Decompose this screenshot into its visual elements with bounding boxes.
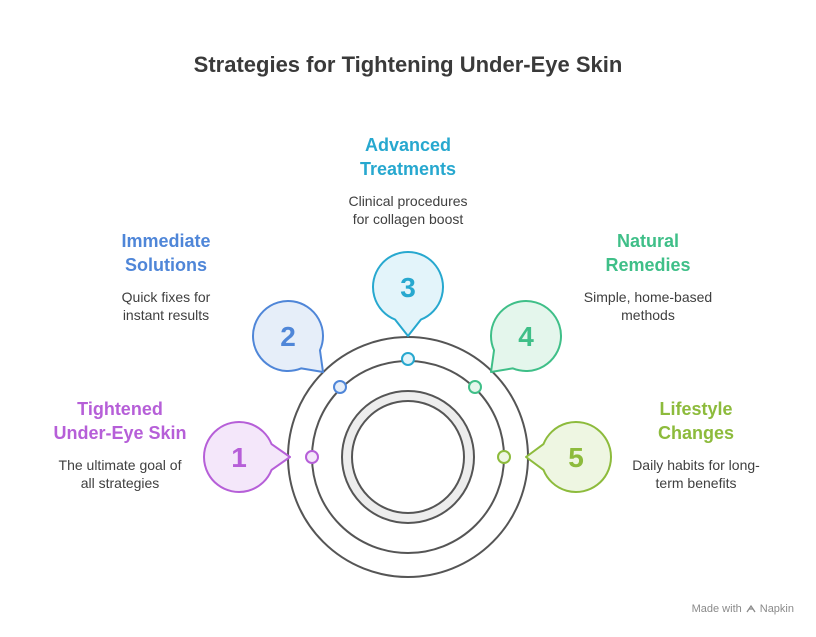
callout-bubble-3	[372, 251, 444, 337]
callout-number-3: 3	[400, 272, 416, 303]
callout-2: 2	[252, 300, 324, 373]
callout-1: 1	[203, 421, 291, 493]
item-title-1: Tightened Under-Eye Skin	[53, 399, 187, 443]
core-inner	[351, 400, 465, 514]
footer-brand: Napkin	[759, 603, 794, 615]
ring-dot-2	[333, 380, 347, 394]
footer-prefix: Made with	[691, 603, 742, 615]
item-desc-2: Quick fixes for instant results	[121, 289, 211, 323]
ring-dot-4	[468, 380, 482, 394]
ring-dot-5	[497, 450, 511, 464]
item-title-2: Immediate Solutions	[121, 231, 211, 275]
item-desc-1: The ultimate goal of all strategies	[58, 457, 182, 491]
ring-dot-1	[305, 450, 319, 464]
item-desc-3: Clinical procedures for collagen boost	[348, 193, 468, 227]
callout-4: 4	[490, 300, 562, 373]
page-title: Strategies for Tightening Under-Eye Skin	[193, 52, 623, 77]
item-title-5: Lifestyle Changes	[657, 399, 735, 443]
callout-bubble-4	[490, 300, 562, 373]
callout-bubble-1	[203, 421, 291, 493]
callout-number-2: 2	[280, 321, 296, 352]
ring-dot-3	[401, 352, 415, 366]
callout-3: 3	[372, 251, 444, 337]
callout-5: 5	[525, 421, 612, 493]
item-desc-4: Simple, home-based methods	[583, 289, 713, 323]
footer-attribution[interactable]: Made with Napkin	[692, 603, 794, 615]
callout-number-4: 4	[518, 321, 534, 352]
napkin-logo-icon	[746, 604, 756, 613]
callout-number-5: 5	[568, 442, 584, 473]
item-desc-5: Daily habits for long- term benefits	[632, 457, 760, 491]
callout-bubble-2	[252, 300, 324, 373]
item-title-3: Advanced Treatments	[359, 135, 457, 179]
item-title-4: Natural Remedies	[605, 231, 691, 275]
callout-number-1: 1	[231, 442, 247, 473]
callout-bubble-5	[525, 421, 612, 493]
